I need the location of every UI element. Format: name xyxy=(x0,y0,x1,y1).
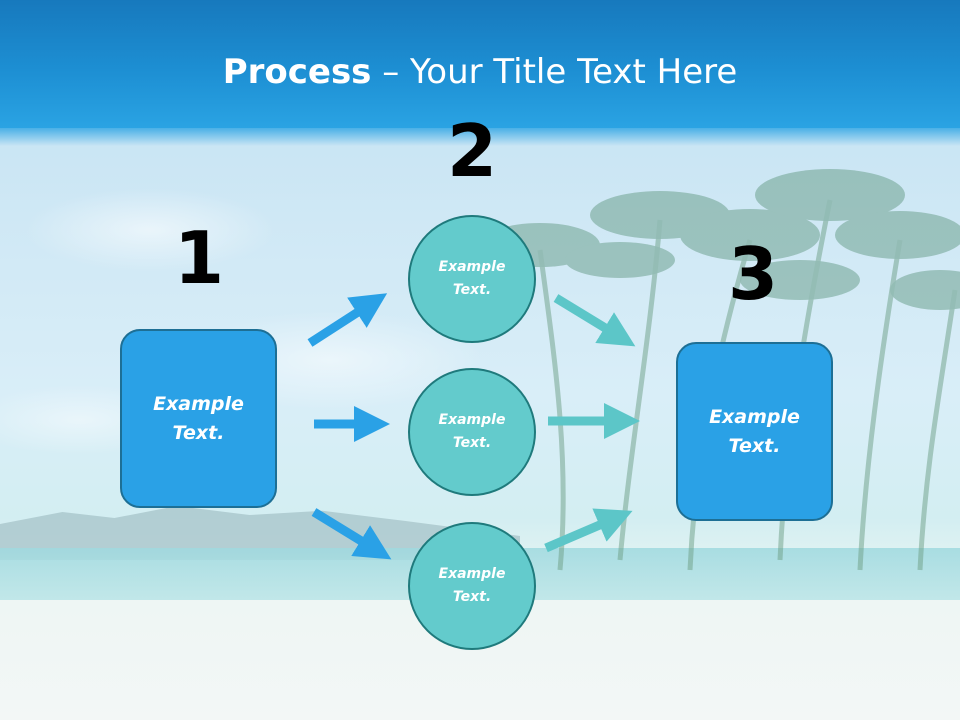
step-1-box: Example Text. xyxy=(120,329,277,508)
step-2-text-bottom: Example Text. xyxy=(438,566,506,605)
title-bold: Process xyxy=(222,52,372,92)
arrow-1-to-bottom xyxy=(311,508,392,560)
step-number-1: 1 xyxy=(173,216,225,300)
step-2-circle-middle: Example Text. xyxy=(408,368,536,496)
arrow-1-to-top xyxy=(307,293,388,347)
step-2-text-top: Example Text. xyxy=(438,259,506,298)
step-2-text-middle: Example Text. xyxy=(438,412,506,451)
title-rest: – Your Title Text Here xyxy=(371,52,738,92)
arrow-bottom-to-3 xyxy=(544,508,633,553)
title-banner xyxy=(0,0,960,146)
step-2-circle-bottom: Example Text. xyxy=(408,522,536,650)
step-number-3: 3 xyxy=(727,232,779,316)
step-2-circle-top: Example Text. xyxy=(408,215,536,343)
step-3-box: Example Text. xyxy=(676,342,833,521)
step-3-text: Example Text. xyxy=(709,405,800,457)
step-number-2: 2 xyxy=(446,109,498,193)
slide-title: Process – Your Title Text Here xyxy=(0,52,960,92)
step-1-text: Example Text. xyxy=(153,392,244,444)
arrow-top-to-3 xyxy=(553,294,636,347)
